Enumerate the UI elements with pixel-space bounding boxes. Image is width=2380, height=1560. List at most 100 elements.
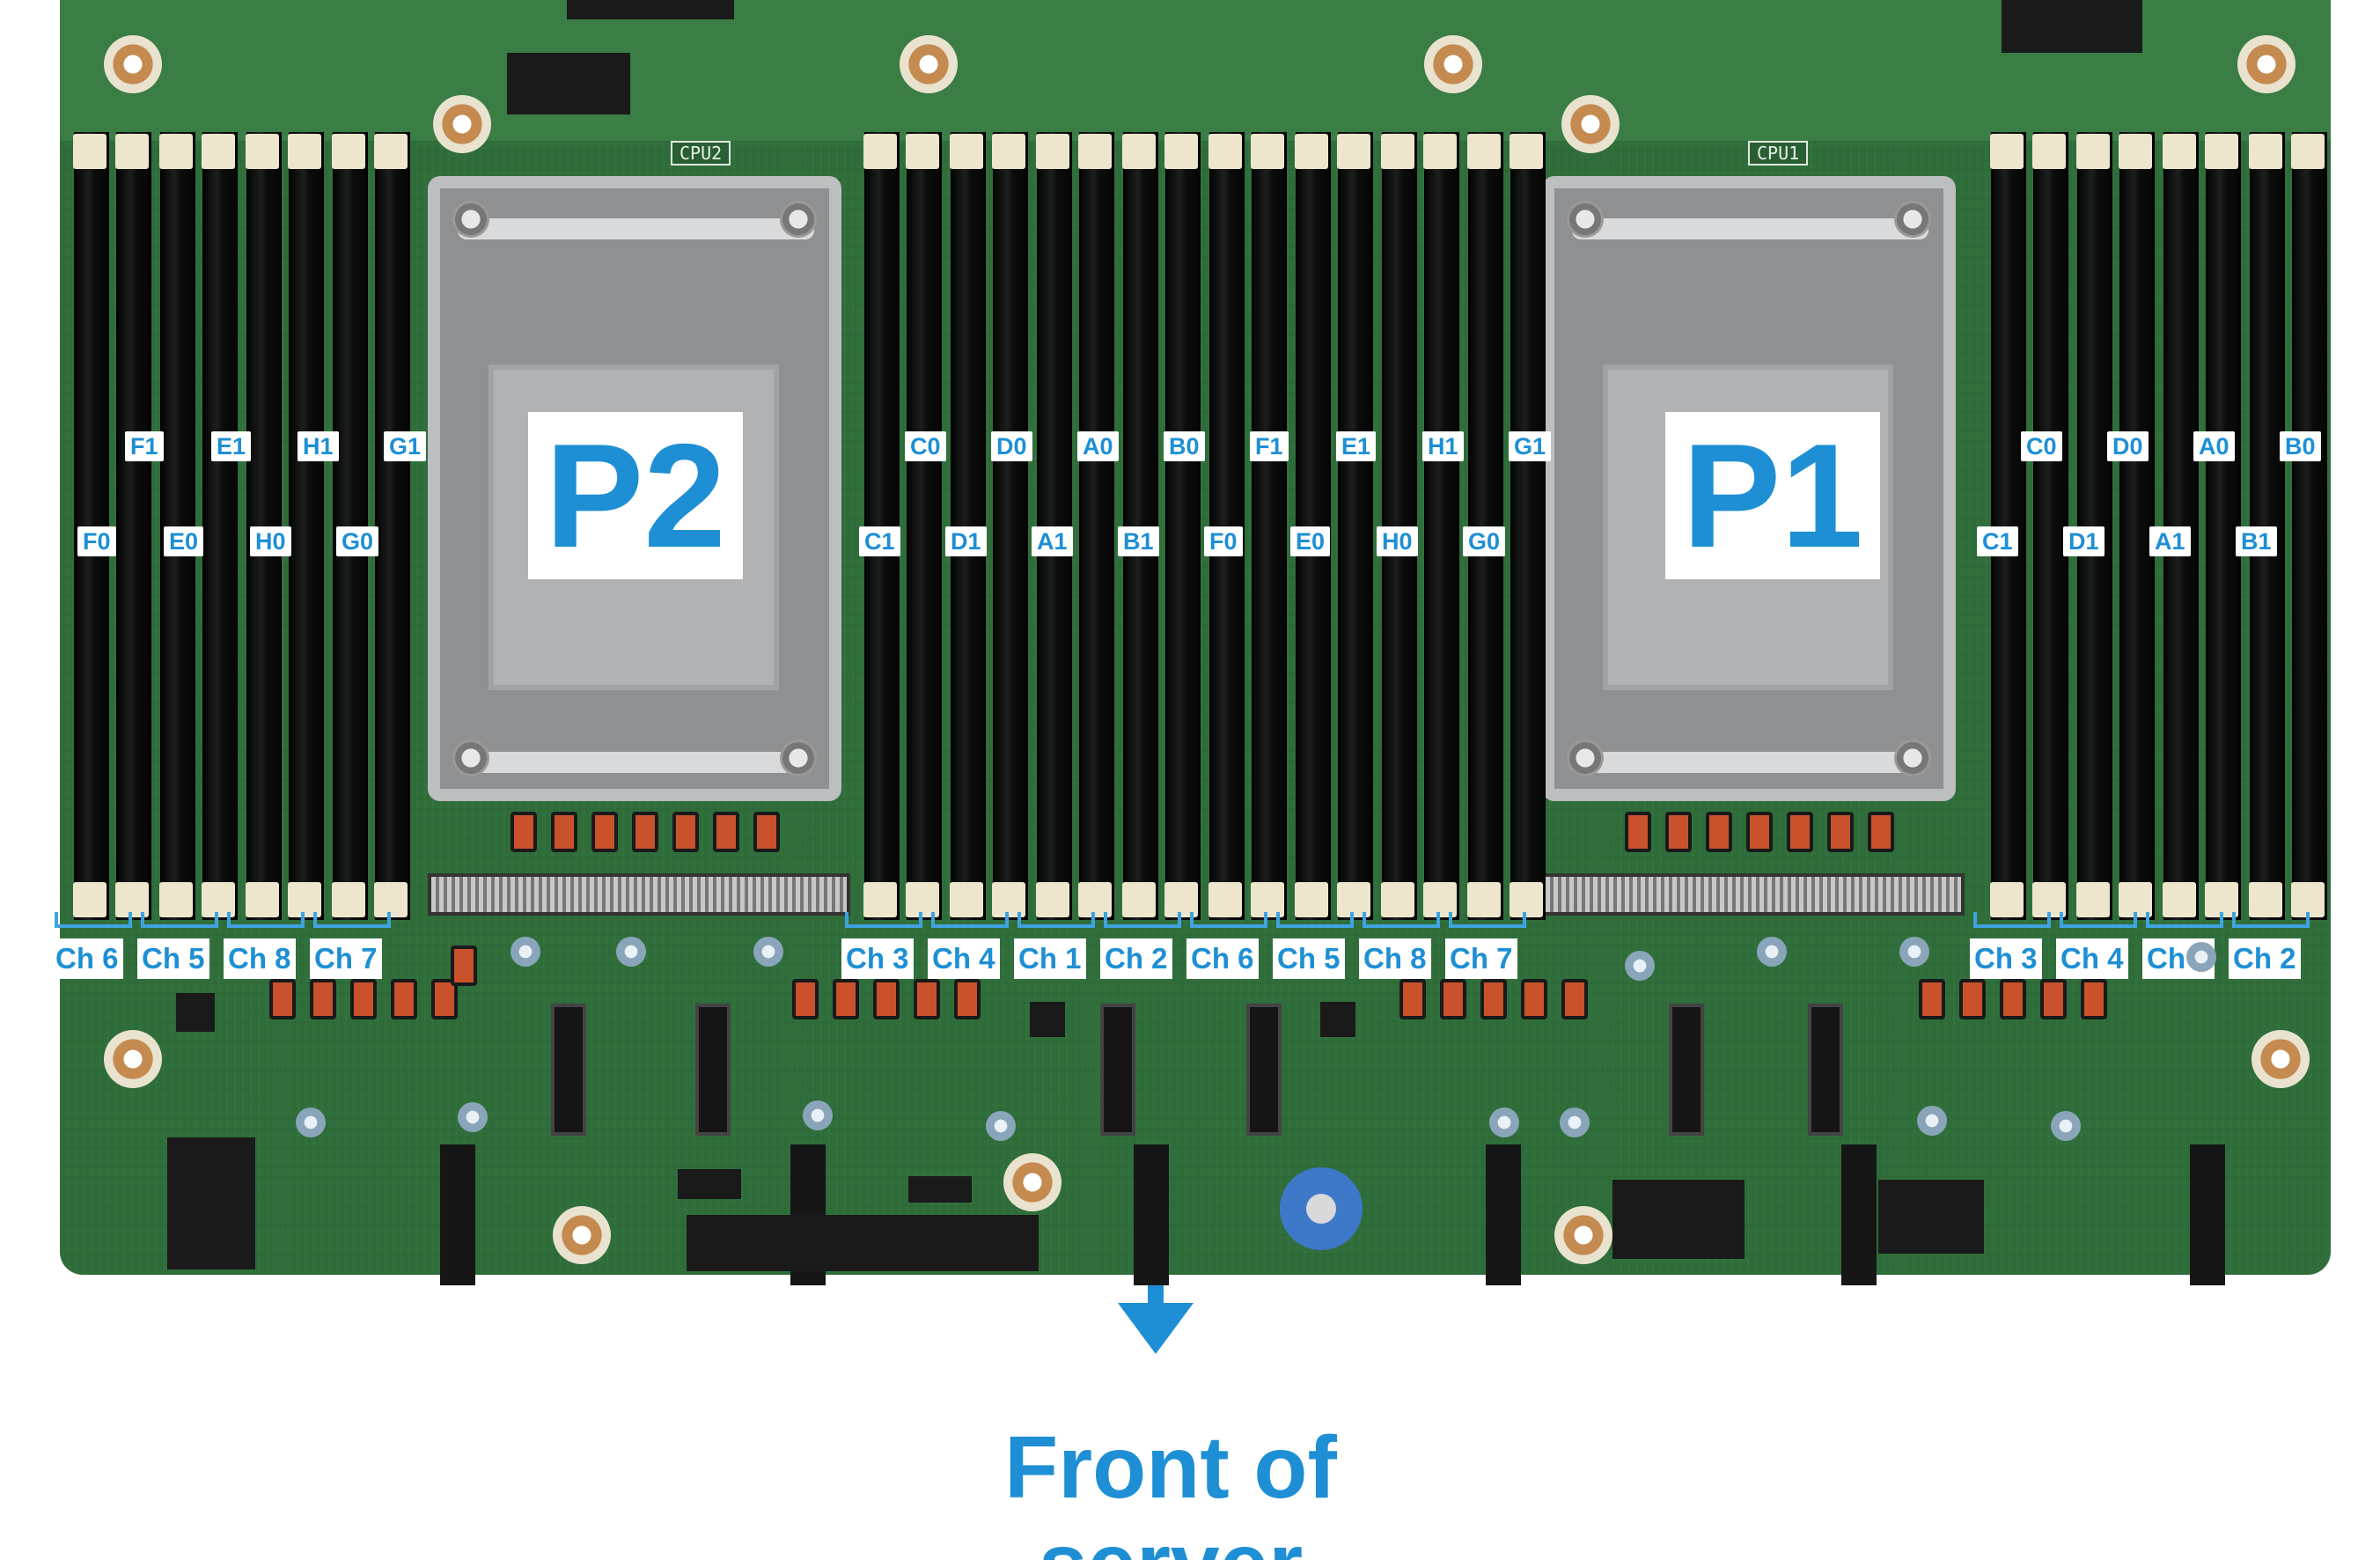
channel-bracket [2232,912,2310,928]
ic-chip [1612,1180,1745,1259]
slot-label: F1 [1250,431,1289,461]
dimm-latch [332,882,365,917]
dimm-latch [863,882,897,917]
slot-label: C1 [859,526,900,556]
mount-hole [2237,35,2296,93]
dimm-latch [1337,134,1370,169]
channel-label: Ch 3 [1970,938,2042,979]
dimm-latch [202,882,235,917]
dimm-slot [1510,132,1546,920]
dimm-latch [1337,882,1370,917]
vrm-inductor [1625,812,1651,852]
dimm-latch [246,882,279,917]
dimm-latch [1251,882,1284,917]
vrm-inductor [1480,979,1507,1019]
mount-hole [2251,1030,2310,1088]
capacitor [616,937,646,967]
capacitor [511,937,540,967]
dimm-latch [2119,134,2152,169]
dimm-latch [992,134,1025,169]
vrm-inductor [310,979,336,1019]
channel-bracket [227,912,305,928]
capacitor [1560,1107,1590,1137]
capacitor [986,1111,1016,1141]
cpu2-silkscreen: CPU2 [671,141,731,166]
channel-label: Ch 4 [2056,938,2128,979]
channel-bracket [931,912,1009,928]
dimm-slot [74,132,109,920]
cpu1-silkscreen: CPU1 [1748,141,1809,166]
dimm-latch [2249,134,2282,169]
vrm-inductor [873,979,900,1019]
dimm-slot [2206,132,2241,920]
mount-hole [104,1030,162,1088]
slot-label: G0 [336,526,379,556]
channel-label: Ch 8 [224,938,296,979]
nvme-connector [551,1004,586,1136]
dimm-latch [2163,134,2196,169]
pin-header [1134,1144,1169,1285]
socket-lever [1572,218,1928,239]
capacitor [803,1100,833,1130]
slot-label: A0 [1077,431,1119,461]
mount-hole [1561,95,1620,153]
slot-label: A1 [1032,526,1073,556]
vrm-inductor [1706,812,1732,852]
vrm-inductor [431,979,458,1019]
slot-label: C1 [1977,526,2018,556]
dimm-slot [2077,132,2112,920]
dimm-latch [288,134,321,169]
dimm-slot [375,132,410,920]
dimm-latch [1990,882,2024,917]
dimm-latch [1467,882,1501,917]
channel-label: Ch 7 [310,938,382,979]
dimm-latch [906,134,939,169]
dimm-latch [2032,134,2066,169]
vrm-heatsink [1542,873,1965,916]
dimm-latch [2291,134,2325,169]
vrm-inductor [914,979,940,1019]
front-of-server-label: Front of server [1004,1418,1337,1560]
vrm-inductor [269,979,296,1019]
channel-label: Ch 1 [1014,938,1086,979]
vrm-inductor [1399,979,1426,1019]
connector [2002,0,2142,53]
channel-label: Ch 6 [51,938,123,979]
socket-lever [1572,752,1928,773]
socket-bolt [1567,201,1604,238]
dimm-latch [202,134,235,169]
dimm-slot [1991,132,2026,920]
dimm-slot [116,132,151,920]
dimm-latch [73,882,107,917]
dimm-latch [1423,134,1457,169]
vrm-inductor [1868,812,1894,852]
dimm-latch [1208,882,1242,917]
dimm-latch [1990,134,2024,169]
capacitor [2051,1111,2081,1141]
ic-chip [687,1215,1039,1271]
capacitor [458,1102,488,1132]
dimm-latch [2205,882,2238,917]
board-top-area [60,0,2331,141]
dimm-slot [2033,132,2068,920]
dimm-slot [202,132,238,920]
vrm-inductor [753,812,780,852]
dimm-latch [1078,134,1112,169]
vrm-inductor [713,812,739,852]
heatsink-spring-mount [1280,1167,1363,1250]
dimm-latch [1036,882,1069,917]
socket-bolt [1567,740,1604,776]
dimm-latch [992,882,1025,917]
pin-header [440,1144,475,1285]
mount-hole [553,1206,611,1264]
channel-label: Ch 6 [1186,938,1259,979]
vrm-heatsink [428,873,850,916]
channel-label: Ch 4 [928,938,1000,979]
nvme-connector [1669,1004,1704,1136]
channel-bracket [1190,912,1267,928]
dimm-slot [1209,132,1245,920]
dimm-latch [1122,134,1156,169]
slot-label: B1 [1118,526,1159,556]
capacitor [1899,937,1929,967]
vrm-inductor [632,812,658,852]
